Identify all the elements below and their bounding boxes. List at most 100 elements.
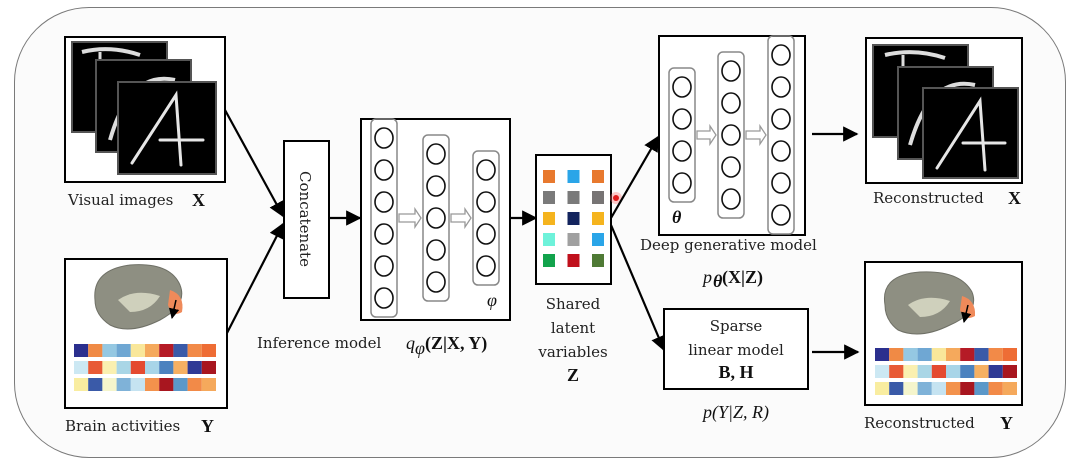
inference-param-symbol: φ: [487, 290, 497, 310]
heatmap-cell: [159, 344, 174, 357]
arrow-x-to-concat: [224, 109, 284, 218]
reconstructed-y-panel: [864, 261, 1023, 406]
latent-cell: [567, 233, 580, 246]
heatmap-cell: [875, 365, 890, 378]
inference-network: φ: [360, 118, 511, 321]
layer-transition-arrow: [398, 206, 422, 230]
svg-text:p: p: [701, 267, 712, 287]
latent-cell: [567, 170, 580, 183]
svg-text:(Z|X, Y): (Z|X, Y): [425, 333, 487, 354]
arrow-y-to-concat: [226, 222, 284, 334]
heatmap-cell: [187, 361, 202, 374]
latent-label-line3: variables: [537, 343, 607, 361]
heatmap-cell: [875, 382, 890, 395]
generative-formula: p θ (X|Z): [701, 267, 763, 291]
heatmap-cell: [917, 348, 932, 361]
network-layer: [717, 51, 745, 219]
heatmap-cell: [946, 382, 961, 395]
layer-transition-arrow: [745, 123, 767, 147]
visual-images-symbol: X: [192, 190, 205, 210]
neuron-node: [426, 143, 446, 165]
heatmap-cell: [931, 382, 946, 395]
neuron-node: [426, 207, 446, 229]
heatmap-cell: [988, 365, 1003, 378]
heatmap-cell: [889, 382, 904, 395]
neuron-node: [672, 172, 692, 194]
neuron-node: [426, 239, 446, 261]
heatmap-cell: [130, 378, 145, 391]
latent-symbol: Z: [567, 365, 579, 385]
generative-network: θ: [658, 35, 806, 236]
heatmap-cell: [931, 348, 946, 361]
sparse-label-line1: Sparse: [710, 317, 763, 335]
heatmap-cell: [946, 348, 961, 361]
heatmap-cell: [974, 365, 989, 378]
heatmap-cell: [875, 348, 890, 361]
latent-cell: [543, 191, 555, 204]
concatenate-label: Concatenate: [296, 171, 314, 267]
latent-label-line1: Shared: [546, 295, 601, 313]
deep-generative-label: Deep generative model: [640, 236, 817, 254]
neuron-node: [771, 204, 791, 226]
brain-activities-symbol: Y: [201, 416, 214, 436]
brain-activities-label: Brain activities: [65, 417, 180, 435]
latent-cell: [567, 254, 580, 267]
latent-cell: [567, 212, 580, 225]
svg-text:q: q: [406, 333, 415, 353]
neuron-node: [476, 223, 496, 245]
heatmap-cell: [116, 344, 131, 357]
heatmap-cell: [903, 382, 918, 395]
brain-activities-panel: [64, 258, 228, 409]
latent-cell: [592, 170, 604, 183]
neuron-node: [374, 255, 394, 277]
heatmap-cell: [88, 344, 103, 357]
svg-text:θ: θ: [713, 271, 723, 291]
latent-label-line2: latent: [551, 319, 595, 337]
heatmap-cell: [173, 344, 188, 357]
heatmap-cell: [116, 378, 131, 391]
heatmap-cell: [903, 348, 918, 361]
heatmap-cell: [1002, 348, 1017, 361]
heatmap-cell: [159, 361, 174, 374]
heatmap-cell: [130, 344, 145, 357]
heatmap-cell: [917, 382, 932, 395]
sparse-label-line2: linear model: [688, 341, 784, 359]
reconstructed-x-label: Reconstructed: [873, 189, 984, 207]
neuron-node: [721, 124, 741, 146]
neuron-node: [771, 108, 791, 130]
arrow-latent-to-generative: [610, 135, 659, 219]
neuron-node: [476, 191, 496, 213]
latent-cell: [543, 254, 555, 267]
visual-images-label: Visual images: [67, 191, 173, 209]
network-layer: [767, 35, 795, 235]
heatmap-cell: [960, 348, 975, 361]
heatmap-cell: [116, 361, 131, 374]
neuron-node: [771, 76, 791, 98]
reconstructed-y-label: Reconstructed: [864, 414, 975, 432]
latent-cell: [567, 191, 580, 204]
heatmap-cell: [960, 382, 975, 395]
network-layer: [422, 134, 450, 302]
heatmap-cell: [974, 348, 989, 361]
neuron-node: [721, 92, 741, 114]
arrow-latent-to-sparse: [609, 224, 666, 352]
network-layer: [668, 67, 696, 203]
neuron-node: [374, 223, 394, 245]
heatmap-cell: [102, 344, 117, 357]
inference-formula: q φ (Z|X, Y): [406, 333, 487, 358]
reconstructed-y-symbol: Y: [1000, 413, 1013, 433]
heatmap-cell: [917, 365, 932, 378]
heatmap-cell: [74, 378, 89, 391]
heatmap-cell: [960, 365, 975, 378]
neuron-node: [476, 159, 496, 181]
neuron-node: [721, 60, 741, 82]
visual-images-panel: [64, 36, 226, 183]
heatmap-cell: [173, 378, 188, 391]
heatmap-cell: [173, 361, 188, 374]
reconstructed-x-symbol: X: [1008, 188, 1021, 208]
heatmap-cell: [145, 378, 160, 391]
network-layer: [370, 118, 398, 318]
latent-cell: [543, 212, 555, 225]
heatmap-cell: [88, 378, 103, 391]
heatmap-cell: [974, 382, 989, 395]
